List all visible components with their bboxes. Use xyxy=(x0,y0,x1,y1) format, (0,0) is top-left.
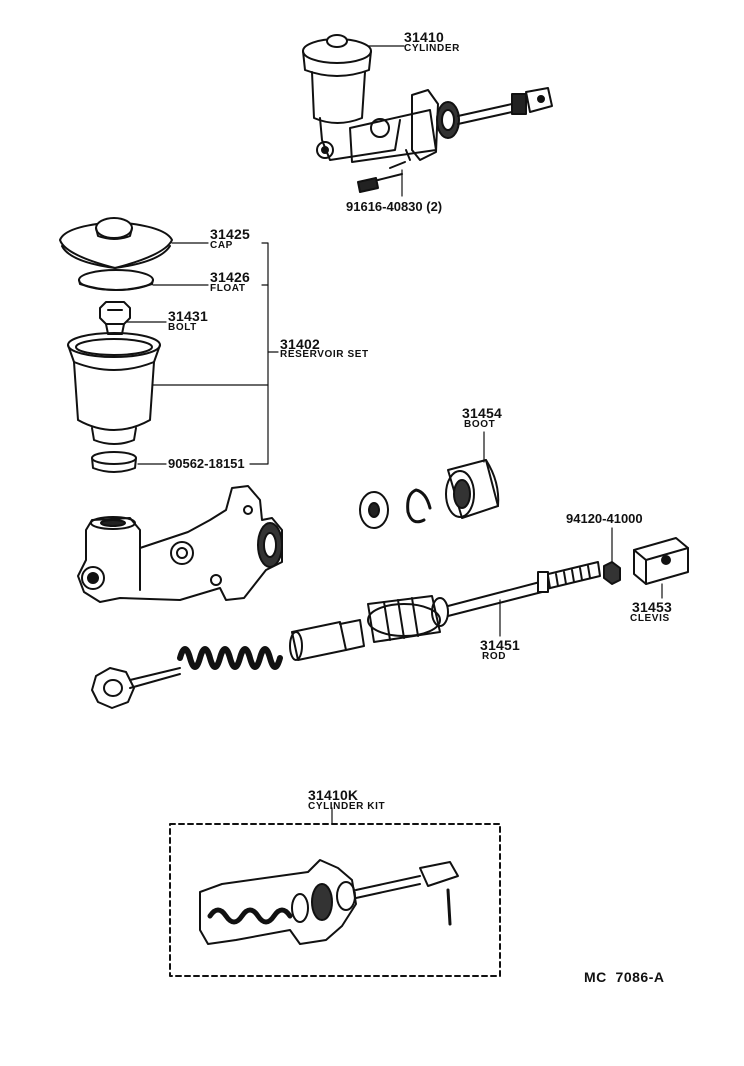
part-number-31454: 31454 xyxy=(462,405,502,421)
reservoir-icon xyxy=(67,332,161,445)
cylinder-body-icon xyxy=(77,485,283,603)
part-name-reservoir-set: RESERVOIR SET xyxy=(280,349,369,360)
clevis-icon xyxy=(633,537,689,585)
cap-icon xyxy=(59,217,173,269)
part-name-clevis: CLEVIS xyxy=(630,613,670,624)
cylinder-kit-icon xyxy=(199,859,459,945)
part-number-90562-18151: 90562-18151 xyxy=(168,456,245,471)
part-number-31425: 31425 xyxy=(210,226,250,242)
washer-icon xyxy=(359,491,389,529)
part-number-94120-41000: 94120-41000 xyxy=(566,511,643,526)
part-name-boot: BOOT xyxy=(464,419,496,430)
part-name-float: FLOAT xyxy=(210,283,246,294)
rod-assembly-icon xyxy=(91,561,601,709)
part-number-31453: 31453 xyxy=(632,599,672,615)
part-number-31431: 31431 xyxy=(168,308,208,324)
part-number-31451: 31451 xyxy=(480,637,520,653)
float-icon xyxy=(78,269,154,291)
diagram-reference: MC 7086-A xyxy=(584,969,665,985)
part-name-bolt: BOLT xyxy=(168,322,197,333)
part-number-31402: 31402 xyxy=(280,336,320,352)
part-name-rod: ROD xyxy=(482,651,507,662)
part-number-31410: 31410 xyxy=(404,29,444,45)
part-number-31410K: 31410K xyxy=(308,787,359,803)
part-number-31426: 31426 xyxy=(210,269,250,285)
part-name-cylinder: CYLINDER xyxy=(404,43,460,54)
snap-ring-icon xyxy=(406,488,432,524)
cylinder-kit-box xyxy=(169,823,501,977)
grommet-icon xyxy=(91,451,137,473)
part-name-cap: CAP xyxy=(210,240,233,251)
boot-icon xyxy=(445,459,500,519)
nut-icon xyxy=(603,561,621,585)
part-name-cylinder-kit: CYLINDER KIT xyxy=(308,801,386,812)
part-number-91616-40830: 91616-40830 (2) xyxy=(346,199,443,214)
cylinder-assembly-icon xyxy=(302,34,553,193)
bolt-icon xyxy=(99,301,131,335)
